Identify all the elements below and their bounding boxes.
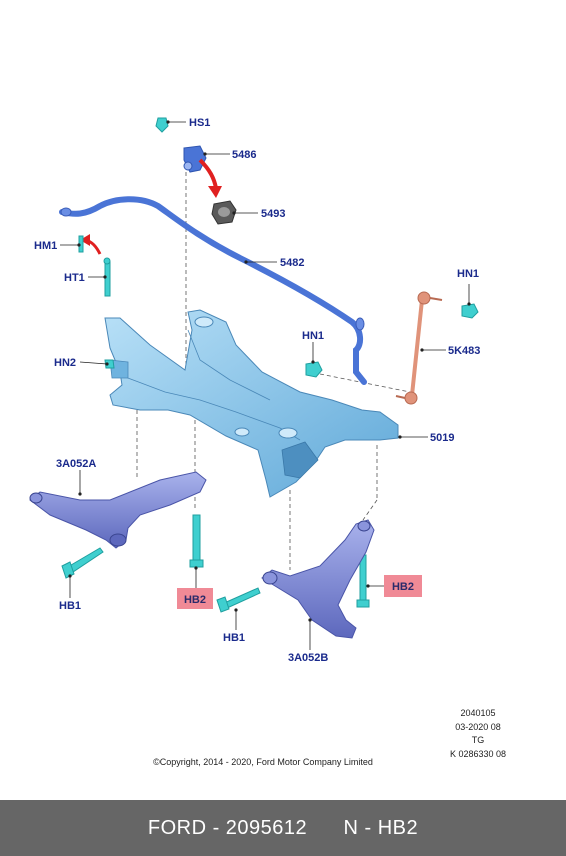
label-5k483: 5K483 [448, 345, 480, 357]
label-ht1: HT1 [64, 272, 85, 284]
label-hb1-right: HB1 [223, 632, 245, 644]
label-hb1-left: HB1 [59, 600, 81, 612]
stabilizer-bushing [211, 200, 237, 225]
lower-control-arm-right [261, 519, 375, 639]
parts-diagram: HS1 5486 5493 HM1 HT1 5482 HN1 HN1 5K483… [29, 117, 506, 767]
ref-line-4: K 0286330 08 [450, 749, 506, 759]
footer-part-number: FORD - 2095612 N - HB2 [147, 816, 419, 839]
label-5486: 5486 [232, 149, 256, 161]
fasteners [61, 117, 479, 613]
part-labels: HS1 5486 5493 HM1 HT1 5482 HN1 HN1 5K483… [34, 117, 480, 664]
stabilizer-bar [59, 196, 367, 385]
label-hs1: HS1 [189, 117, 210, 129]
label-5019: 5019 [430, 432, 454, 444]
copyright-text: ©Copyright, 2014 - 2020, Ford Motor Comp… [153, 757, 373, 767]
label-5482: 5482 [280, 257, 304, 269]
label-hn1-top: HN1 [457, 268, 479, 280]
reference-block: 2040105 03-2020 08 TG K 0286330 08 ©Copy… [153, 708, 506, 767]
label-5493: 5493 [261, 208, 285, 220]
label-hm1: HM1 [34, 240, 57, 252]
label-3a052a: 3A052A [56, 458, 96, 470]
label-hb2-right: HB2 [392, 581, 414, 593]
ref-line-1: 2040105 [460, 708, 495, 718]
label-hb2-left: HB2 [184, 594, 206, 606]
ref-line-3: TG [472, 735, 485, 745]
label-3a052b: 3A052B [288, 652, 328, 664]
front-subframe [104, 309, 399, 498]
assembly-arrows [80, 158, 222, 255]
footer-bar: FORD - 2095612 N - HB2 [0, 800, 566, 856]
ref-line-2: 03-2020 08 [455, 722, 501, 732]
label-hn2: HN2 [54, 357, 76, 369]
highlighted-part: HB2 HB2 [177, 575, 422, 609]
leader-lines [60, 120, 471, 650]
lower-control-arm-left [29, 471, 207, 549]
stabilizer-link [395, 291, 443, 405]
stabilizer-bracket [183, 145, 207, 173]
label-hn1-mid: HN1 [302, 330, 324, 342]
